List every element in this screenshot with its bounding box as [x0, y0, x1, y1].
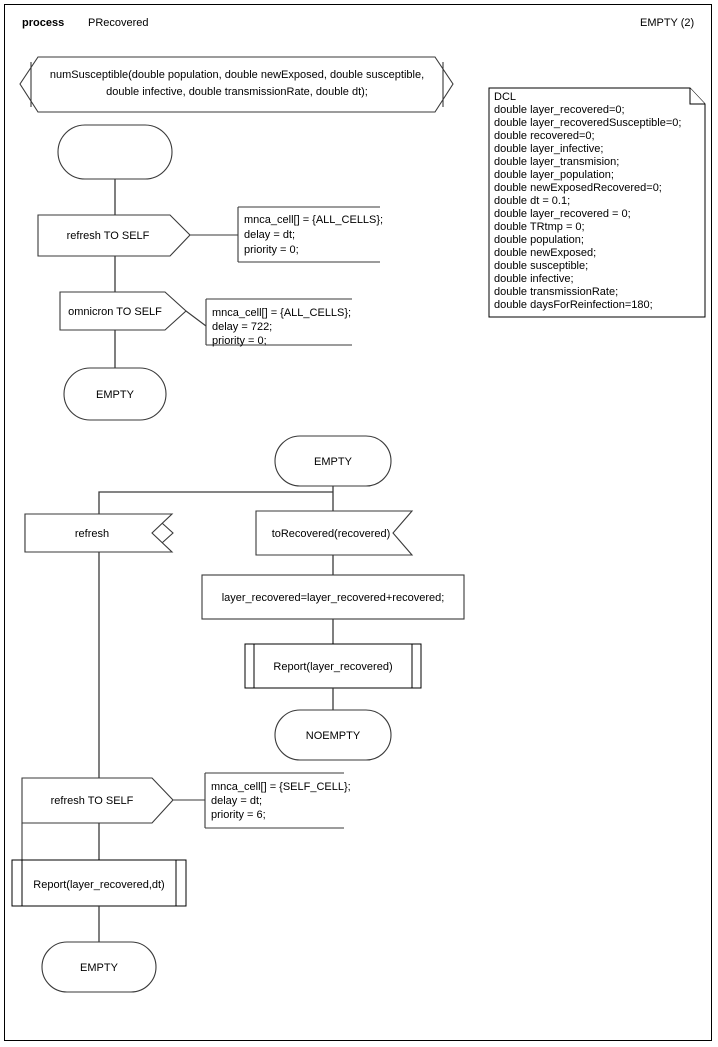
procedure-header-shape: [19, 56, 454, 113]
process-name: PRecovered: [88, 17, 149, 29]
declaration-line: double newExposed;: [494, 247, 596, 259]
declaration-line: double infective;: [494, 273, 574, 285]
output-refresh-to-self-1-shape: [37, 214, 191, 257]
state-noempty-shape: [274, 709, 392, 761]
comment-box-1-shape: [237, 206, 380, 263]
state-empty-1-shape: [63, 367, 167, 421]
task-assign-shape: [201, 574, 465, 620]
declaration-line: double layer_population;: [494, 169, 614, 181]
declaration-title: DCL: [494, 91, 516, 103]
proc-report-2-label: Report(layer_recovered,dt): [33, 879, 164, 891]
comment-1-line: priority = 0;: [244, 244, 299, 256]
state-noempty-label: NOEMPTY: [306, 730, 361, 742]
start-state-shape: [57, 124, 173, 180]
proc-report-2-shape: [11, 859, 187, 907]
declaration-line: double layer_recovered=0;: [494, 104, 625, 116]
input-refresh-label: refresh: [75, 528, 109, 540]
output-refresh-to-self-1-label: refresh TO SELF: [67, 230, 150, 242]
input-torecovered-label: toRecovered(recovered): [272, 528, 391, 540]
state-empty-2-label: EMPTY: [314, 456, 353, 468]
declaration-note-shape: [488, 87, 706, 318]
comment-box-3-shape: [204, 772, 344, 829]
declaration-line: double dt = 0.1;: [494, 195, 570, 207]
declaration-line: double recovered=0;: [494, 130, 595, 142]
declaration-line: double layer_infective;: [494, 143, 603, 155]
comment-1-line: delay = dt;: [244, 229, 295, 241]
declaration-line: double population;: [494, 234, 584, 246]
declaration-line: double newExposedRecovered=0;: [494, 182, 662, 194]
procedure-header-line1: numSusceptible(double population, double…: [50, 69, 424, 81]
output-omnicron-to-self-shape: [59, 291, 187, 331]
comment-2-line: delay = 722;: [212, 321, 272, 333]
declaration-line: double layer_recoveredSusceptible=0;: [494, 117, 681, 129]
comment-3-line: mnca_cell[] = {SELF_CELL};: [211, 781, 351, 793]
state-empty-1-label: EMPTY: [96, 389, 135, 401]
comment-3-line: delay = dt;: [211, 795, 262, 807]
task-assign-label: layer_recovered=layer_recovered+recovere…: [222, 592, 445, 604]
declaration-line: double layer_transmision;: [494, 156, 619, 168]
proc-report-1-shape: [244, 643, 422, 689]
comment-2-line: mnca_cell[] = {ALL_CELLS};: [212, 307, 351, 319]
input-torecovered-shape: [255, 510, 414, 556]
output-refresh-to-self-2-label: refresh TO SELF: [51, 795, 134, 807]
proc-report-1-label: Report(layer_recovered): [273, 661, 392, 673]
comment-1-line: mnca_cell[] = {ALL_CELLS};: [244, 214, 383, 226]
page-label: EMPTY (2): [640, 17, 695, 29]
process-keyword: process: [22, 17, 65, 29]
comment-2-line: priority = 0;: [212, 335, 267, 347]
declaration-line: double transmissionRate;: [494, 286, 618, 298]
declaration-line: double susceptible;: [494, 260, 588, 272]
input-refresh-body: [24, 513, 174, 553]
page-border: [4, 4, 712, 1041]
output-refresh-to-self-2-shape: [21, 777, 174, 824]
comment-connector: [185, 310, 207, 327]
declaration-line: double layer_recovered = 0;: [494, 208, 631, 220]
declaration-lines: double layer_recovered=0; double layer_r…: [494, 104, 681, 311]
declaration-line: double daysForReinfection=180;: [494, 299, 653, 311]
state-empty-3-shape: [41, 941, 157, 993]
output-omnicron-to-self-label: omnicron TO SELF: [68, 306, 162, 318]
declaration-line: double TRtmp = 0;: [494, 221, 585, 233]
comment-box-2-shape: [205, 298, 352, 346]
procedure-header-line2: double infective, double transmissionRat…: [106, 86, 368, 98]
comment-3-line: priority = 6;: [211, 809, 266, 821]
branch-connector: [98, 491, 333, 514]
state-empty-3-label: EMPTY: [80, 962, 119, 974]
